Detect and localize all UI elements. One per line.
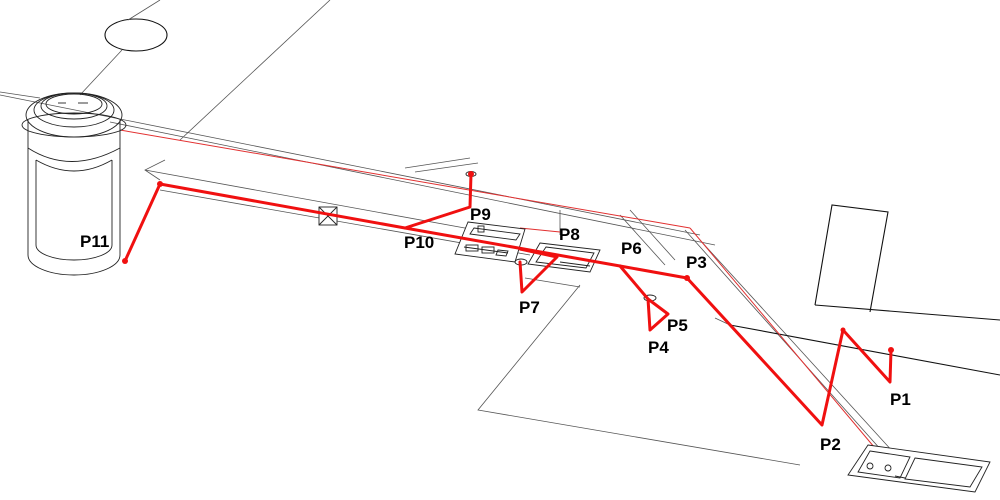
manhole-circle [104,18,168,52]
label-p1: P1 [890,390,911,409]
pipe-nodes [122,171,894,353]
point-labels: P1 P2 P3 P4 P5 P6 P7 P8 P9 P10 P11 [80,205,911,454]
label-p10: P10 [404,233,434,252]
label-p7: P7 [519,298,540,317]
label-p3: P3 [686,253,707,272]
label-p4: P4 [648,338,669,357]
label-p11: P11 [80,232,109,251]
water-tank [21,92,127,276]
boxed-x-fixture [318,206,338,226]
double-sink-fixture [847,444,991,493]
reference-red-lines [119,129,886,461]
label-p9: P9 [470,205,491,224]
label-p5: P5 [667,316,688,335]
label-p2: P2 [820,435,841,454]
pipe-route [123,172,893,427]
label-p6: P6 [621,239,642,258]
label-p8: P8 [559,225,580,244]
